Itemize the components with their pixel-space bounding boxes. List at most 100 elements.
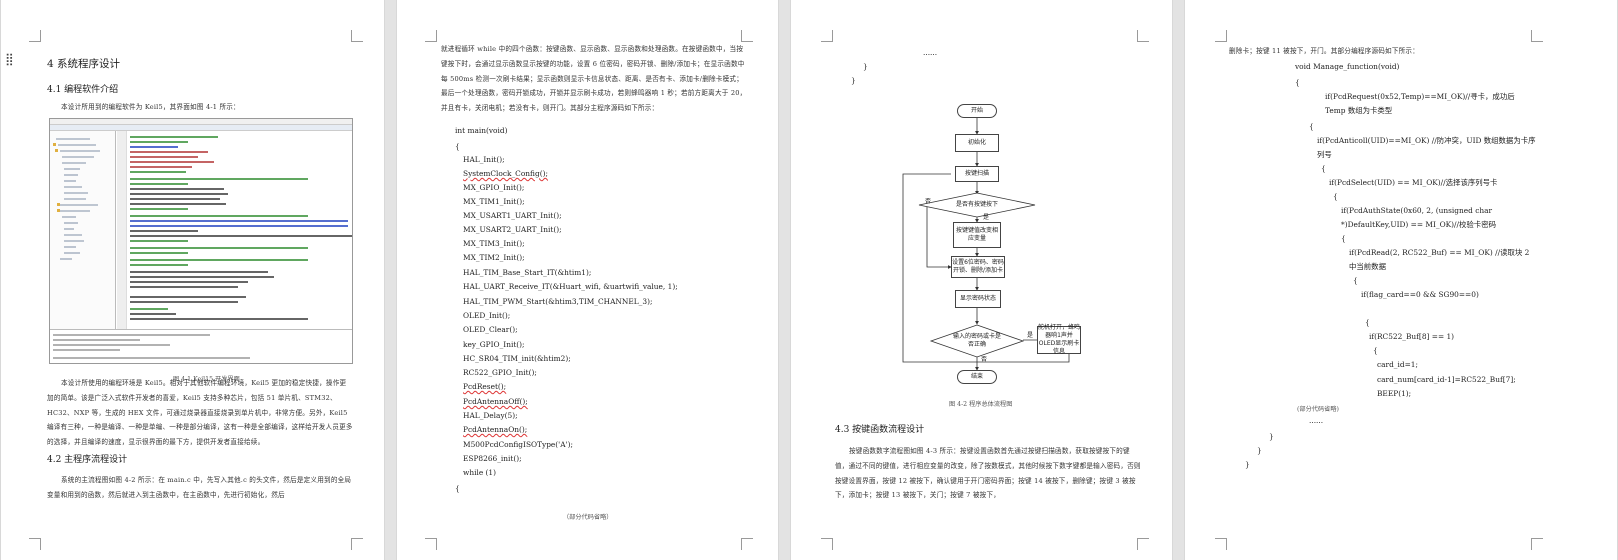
code-line: { [1353, 276, 1358, 285]
flow-action-node: 按键键值改变相应变量 [953, 222, 1001, 248]
paragraph: 本设计所用到的编程软件为 Keil5，其界面如图 4-1 所示： [61, 103, 240, 111]
code-line: PcdReset(); [463, 382, 507, 391]
flow-decision-label: 是否有按键按下 [955, 201, 998, 208]
drag-handle-icon[interactable]: ⣿ [5, 52, 14, 66]
project-tree-lines [53, 138, 100, 260]
code-line: MX_TIM1_Init(); [463, 197, 525, 206]
code-line: { [455, 484, 460, 493]
document-page-4: 删除卡；按键 11 被按下，开门。其部分编程序源码如下所示： void Mana… [1184, 0, 1618, 560]
page-corner-mark [1215, 538, 1227, 550]
code-line: while (1) [463, 468, 497, 477]
code-line: HAL_Delay(5); [463, 411, 518, 420]
flow-no-label: 否 [925, 198, 932, 205]
code-line: } [851, 76, 856, 85]
paragraph: 系统的主流程图如图 4-2 所示：在 main.c 中，先写入其他.c 的头文件… [47, 476, 352, 499]
page-corner-mark [351, 538, 363, 550]
keil-ide-screenshot [49, 118, 353, 364]
code-line: MX_TIM3_Init(); [463, 239, 525, 248]
code-line: ESP8266_init(); [463, 454, 522, 463]
code-line: if(PcdRequest(0x52,Temp)==MI_OK)//寻卡，成功后… [1325, 92, 1515, 115]
code-line: SystemClock_Config(); [463, 169, 548, 178]
ide-build-output [50, 329, 352, 363]
editor-code-lines-lower [130, 296, 308, 320]
page-corner-mark [1215, 30, 1227, 42]
page-corner-mark [1531, 30, 1543, 42]
flow-scan-node: 按键扫描 [955, 166, 999, 182]
page-gap [779, 0, 790, 560]
code-line: { [1295, 78, 1300, 87]
code-line: if(flag_card==0 && SG90==0) [1361, 290, 1479, 299]
paragraph: 按键函数数字流程图如图 4-3 所示：按键设置函数首先通过按键扫描函数，获取按键… [835, 447, 1141, 500]
flow-start-node: 开始 [957, 104, 997, 118]
page-gap [385, 0, 396, 560]
page-corner-mark [351, 30, 363, 42]
document-page-3: ...... } } 开始 初始化 按键扫描 是否有按键按下 是 否 [790, 0, 1173, 560]
page-gap [1173, 0, 1184, 560]
code-line: OLED_Init(); [463, 311, 511, 320]
flow-yes-label: 是 [983, 214, 990, 221]
page-corner-mark [1531, 538, 1543, 550]
code-line: { [1373, 346, 1378, 355]
page-corner-mark [741, 538, 753, 550]
section-heading: 4.3 按键函数流程设计 [835, 425, 925, 435]
paragraph: 就进程循环 while 中的四个函数：按键函数、显示函数、显示函数和处理函数。在… [441, 45, 747, 113]
flow-display-node: 显示密码状态 [955, 290, 1001, 308]
code-line: HC_SR04_TIM_init(&htim2); [463, 354, 571, 363]
section-heading: 4.1 编程软件介绍 [47, 85, 119, 95]
code-omitted-note: （部分代码省略） [563, 514, 613, 521]
code-line: card_id=1; [1377, 360, 1418, 369]
flow-unlock-node: 舵机打开，蜂鸣器响1声并OLED显示刷卡信息 [1037, 324, 1081, 355]
code-line: if(PcdSelect(UID) == MI_OK)//选择该序列号卡 [1329, 178, 1498, 187]
ide-code-editor [117, 131, 352, 329]
figure-caption: 图 4-2 程序总体流程图 [949, 401, 1013, 408]
flow-decision2-label: 输入的密码或卡是否正确 [952, 333, 1001, 348]
code-line: HAL_UART_Receive_IT(&Huart_wifi, &uartwi… [463, 282, 678, 291]
document-page-2: 就进程循环 while 中的四个函数：按键函数、显示函数、显示函数和处理函数。在… [396, 0, 779, 560]
flow-yes-label-2: 是 [1027, 332, 1034, 339]
code-line: HAL_TIM_PWM_Start(&htim3,TIM_CHANNEL_3); [463, 297, 653, 306]
page-corner-mark [1137, 538, 1149, 550]
code-line: HAL_Init(); [463, 155, 505, 164]
ide-line-gutter [117, 131, 127, 329]
code-line: { [1365, 318, 1370, 327]
code-line: ...... [1309, 416, 1324, 425]
code-line: { [1341, 234, 1346, 243]
flow-decision-diamond [918, 192, 1036, 218]
code-line: card_num[card_id-1]=RC522_Buf[7]; [1377, 375, 1516, 384]
flow-init-node: 初始化 [955, 134, 999, 152]
code-line: } [1257, 446, 1262, 455]
code-line: } [1245, 460, 1250, 469]
page-corner-mark [821, 30, 833, 42]
code-line: if(PcdAuthState(0x60, 2, (unsigned char … [1341, 206, 1496, 229]
section-heading: 4.2 主程序流程设计 [47, 455, 128, 465]
page-corner-mark [425, 538, 437, 550]
code-line: key_GPIO_Init(); [463, 340, 525, 349]
code-line: void Manage_function(void) [1295, 62, 1400, 71]
code-omitted-note: (部分代码省略) [1297, 406, 1339, 413]
code-line: { [1333, 192, 1338, 201]
code-line: { [455, 142, 460, 151]
paragraph: 本设计所使用的编程环境是 Keil5。相对于其他软件编程环境，Keil5 更加的… [47, 379, 353, 447]
code-line: HAL_TIM_Base_Start_IT(&htim1); [463, 268, 592, 277]
code-line: RC522_GPIO_Init(); [463, 368, 537, 377]
flow-decision-diamond-2 [929, 324, 1025, 358]
code-line: BEEP(1); [1377, 389, 1412, 398]
code-line: MX_USART1_UART_Init(); [463, 211, 562, 220]
code-line: PcdAntennaOff(); [463, 397, 528, 406]
code-line: { [1309, 122, 1314, 131]
code-line: if(PcdAnticoll(UID)==MI_OK) //防冲突，UID 数组… [1317, 136, 1536, 159]
code-line: OLED_Clear(); [463, 325, 518, 334]
build-output-lines [53, 334, 250, 359]
page-corner-mark [29, 538, 41, 550]
code-line: PcdAntennaOn(); [463, 425, 528, 434]
flow-no-label-2: 否 [981, 356, 988, 363]
code-line: int main(void) [455, 126, 508, 135]
code-line: M500PcdConfigISOType('A'); [463, 440, 573, 449]
page-corner-mark [741, 30, 753, 42]
paragraph: 删除卡；按键 11 被按下，开门。其部分编程序源码如下所示： [1229, 47, 1420, 55]
flow-mode-node: 设置6位密码、密码开锁、删除/添加卡 [951, 256, 1005, 278]
ide-project-tree [50, 131, 116, 329]
page-corner-mark [425, 30, 437, 42]
code-line: { [1321, 164, 1326, 173]
page-corner-mark [1137, 30, 1149, 42]
